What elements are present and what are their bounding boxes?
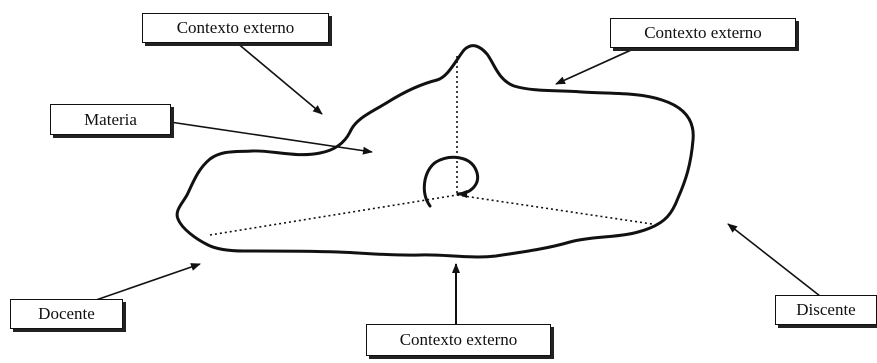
label-materia: Materia [50, 104, 171, 135]
label-discente: Discente [775, 295, 877, 325]
label-context-top-right: Contexto externo [610, 18, 796, 48]
arrow-context-top-right [555, 45, 641, 85]
arrow-context-top-left [235, 41, 323, 115]
blob-outline [175, 44, 695, 259]
arrow-materia [169, 121, 373, 155]
label-context-top-left: Contexto externo [142, 13, 329, 43]
arrow-discente [727, 223, 821, 297]
dotted-axis-right [456, 194, 653, 225]
label-context-bottom: Contexto externo [366, 324, 551, 356]
arrow-docente [95, 263, 201, 301]
label-docente: Docente [10, 299, 123, 329]
spiral [422, 155, 479, 208]
dotted-axis-left [209, 194, 458, 236]
